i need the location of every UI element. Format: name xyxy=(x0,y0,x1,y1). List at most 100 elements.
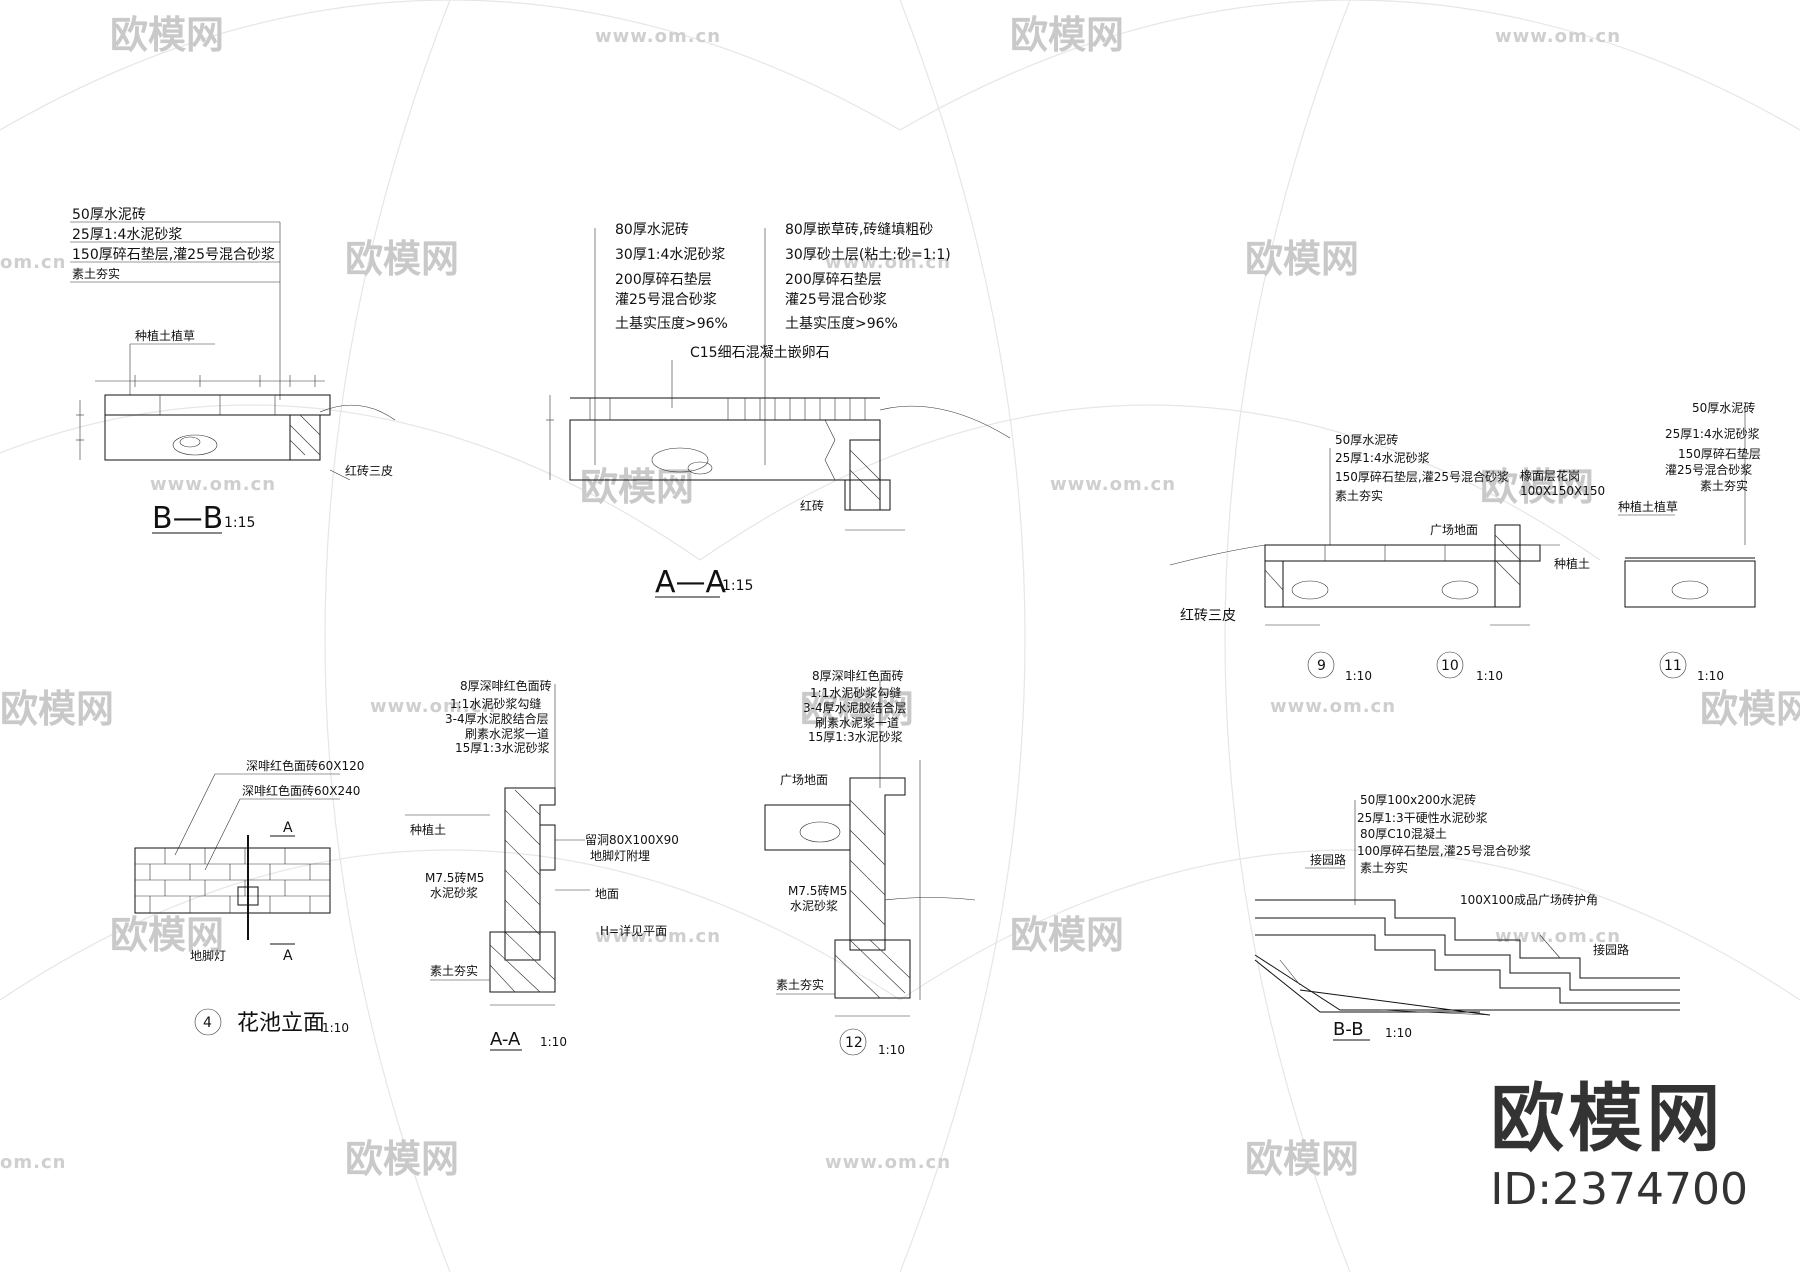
detail-bb-right: 50厚100x200水泥砖 25厚1:3干硬性水泥砂浆 80厚C10混凝土 10… xyxy=(1254,792,1680,1041)
detail-number: 12 xyxy=(845,1035,863,1051)
layer-label: 150厚碎石垫层,灌25号混合砂浆 xyxy=(72,247,275,263)
watermark-url: www.om.cn xyxy=(825,252,951,273)
detail-12: 8厚深啡红色面砖 1:1水泥砂浆勾缝 3-4厚水泥胶结合层 刷素水泥浆一道 15… xyxy=(764,668,976,1057)
watermark-url: www.om.cn xyxy=(1495,26,1621,47)
watermark-url: www.om.cn xyxy=(825,1152,951,1173)
tile-label: 深啡红色面砖60X120 xyxy=(246,758,364,773)
brand-name: 欧模网 xyxy=(1490,1076,1725,1162)
layer-label: 灌25号混合砂浆 xyxy=(785,292,887,308)
detail-title: B—B xyxy=(152,501,223,536)
layer-label: 灌25号混合砂浆 xyxy=(615,292,717,308)
layer-label: 刷素水泥浆一道 xyxy=(465,726,549,741)
hole-label: 留洞80X100X90 xyxy=(585,833,679,847)
layer-label: 80厚水泥砖 xyxy=(615,222,689,238)
detail-title: A-A xyxy=(490,1029,521,1050)
layer-label: 25厚1:4水泥砂浆 xyxy=(1335,450,1430,465)
lamp-label: 地脚灯 xyxy=(190,948,226,963)
detail-scale: 1:10 xyxy=(878,1043,905,1057)
section-mark: A xyxy=(283,820,293,836)
detail-scale: 1:10 xyxy=(540,1035,567,1049)
detail-scale: 1:10 xyxy=(1476,669,1503,683)
layer-label: 25厚1:4水泥砂浆 xyxy=(72,227,182,243)
layer-label: 1:1水泥砂浆勾缝 xyxy=(450,696,541,711)
layer-label: 25厚1:3干硬性水泥砂浆 xyxy=(1357,810,1488,825)
curb-label: 接园路 xyxy=(1593,942,1629,957)
watermark-logo: 欧模网 xyxy=(1010,913,1124,957)
layer-label: 8厚深啡红色面砖 xyxy=(460,678,552,693)
watermark-url: www.om.cn xyxy=(595,926,721,947)
layer-label: 灌25号混合砂浆 xyxy=(1665,462,1752,477)
layer-label: 100厚碎石垫层,灌25号混合砂浆 xyxy=(1357,843,1531,858)
plant-label: 种植土植草 xyxy=(1618,499,1678,514)
plant-label: 种植土植草 xyxy=(135,328,195,343)
layer-label: 15厚1:3水泥砂浆 xyxy=(455,740,550,755)
detail-title: B-B xyxy=(1333,1019,1364,1040)
layer-label: 80厚C10混凝土 xyxy=(1360,826,1447,841)
watermark-url: www.om.cn xyxy=(370,696,496,717)
edge-label: 红砖 xyxy=(800,498,824,513)
layer-label: 土基实压度>96% xyxy=(615,315,728,332)
watermark-logo: 欧模网 xyxy=(0,687,114,731)
detail-number: 9 xyxy=(1317,658,1326,674)
brand-block: 欧模网 ID:2374700 xyxy=(1490,1082,1748,1217)
detail-scale: 1:15 xyxy=(722,578,753,594)
mortar-label: 水泥砂浆 xyxy=(790,898,838,913)
watermark-logo: 欧模网 xyxy=(110,913,224,957)
layer-label: 50厚水泥砖 xyxy=(72,207,146,223)
detail-9-10-11: 50厚水泥砖 25厚1:4水泥砂浆 150厚碎石垫层,灌25号混合砂浆 素土夯实… xyxy=(1169,400,1761,683)
watermark-logo: 欧模网 xyxy=(345,237,459,281)
soil-label: 种植土 xyxy=(1554,556,1590,571)
detail-scale: 1:10 xyxy=(322,1021,349,1035)
soil-label: 种植土 xyxy=(410,822,446,837)
layer-label: 1:1水泥砂浆勾缝 xyxy=(810,685,901,700)
layer-label: 刷素水泥浆一道 xyxy=(815,715,899,730)
watermark-url: www.om.cn xyxy=(1495,926,1621,947)
layer-label: 3-4厚水泥胶结合层 xyxy=(803,700,907,715)
detail-number: 11 xyxy=(1664,658,1682,674)
detail-aa-bottom: 8厚深啡红色面砖 1:1水泥砂浆勾缝 3-4厚水泥胶结合层 刷素水泥浆一道 15… xyxy=(405,678,679,1051)
layer-label: 50厚水泥砖 xyxy=(1692,400,1755,415)
detail-scale: 1:10 xyxy=(1697,669,1724,683)
detail-number: 4 xyxy=(203,1015,212,1031)
watermark-url: www.om.cn xyxy=(150,474,276,495)
watermark-logo: 欧模网 xyxy=(1480,465,1594,509)
watermark-logo: 欧模网 xyxy=(1700,687,1800,731)
layer-label: 15厚1:3水泥砂浆 xyxy=(808,729,903,744)
lamp-label: 地脚灯附埋 xyxy=(590,848,650,863)
plaza-label: 广场地面 xyxy=(780,773,828,787)
layer-label: 30厚砂土层(粘土:砂=1:1) xyxy=(785,247,951,263)
layer-label: 素土夯实 xyxy=(1360,860,1408,875)
layer-label: 3-4厚水泥胶结合层 xyxy=(445,711,549,726)
detail-bb-left: 50厚水泥砖 25厚1:4水泥砂浆 150厚碎石垫层,灌25号混合砂浆 素土夯实… xyxy=(70,207,396,536)
layer-label: 素土夯实 xyxy=(1700,478,1748,493)
curb-label: 接园路 xyxy=(1310,852,1346,867)
wall-label: M7.5砖M5 xyxy=(788,883,847,898)
brand-id: ID:2374700 xyxy=(1490,1164,1748,1215)
detail-title: 花池立面 xyxy=(237,1011,325,1036)
watermark-logo: 欧模网 xyxy=(110,13,224,57)
detail-scale: 1:15 xyxy=(224,515,255,531)
watermark-url: www.om.cn xyxy=(1050,474,1176,495)
layer-label: 30厚1:4水泥砂浆 xyxy=(615,247,725,263)
watermark-logo: 欧模网 xyxy=(345,1137,459,1181)
wall-label: M7.5砖M5 xyxy=(425,870,484,885)
note-label: H=详见平面 xyxy=(600,923,667,938)
layer-label: 土基实压度>96% xyxy=(785,315,898,332)
ground-label: 地面 xyxy=(595,887,619,901)
detail-aa-top: 80厚水泥砖 30厚1:4水泥砂浆 200厚碎石垫层 灌25号混合砂浆 土基实压… xyxy=(546,222,1011,600)
watermark-logo: 欧模网 xyxy=(1245,237,1359,281)
layer-label: 150厚碎石垫层 xyxy=(1678,446,1761,461)
corner-label: 100X100成品广场砖护角 xyxy=(1460,892,1598,907)
detail-scale: 1:10 xyxy=(1385,1026,1412,1040)
layer-label: 素土夯实 xyxy=(72,266,120,281)
layer-label: 150厚碎石垫层,灌25号混合砂浆 xyxy=(1335,469,1509,484)
detail-scale: 1:10 xyxy=(1345,669,1372,683)
watermark-logo: 欧模网 xyxy=(1245,1137,1359,1181)
edge-label: 红砖三皮 xyxy=(345,463,393,478)
watermark-logo: 欧模网 xyxy=(580,465,694,509)
watermark-logo: 欧模网 xyxy=(800,687,914,731)
layer-label: 200厚碎石垫层 xyxy=(785,272,882,288)
layer-label: 200厚碎石垫层 xyxy=(615,272,712,288)
